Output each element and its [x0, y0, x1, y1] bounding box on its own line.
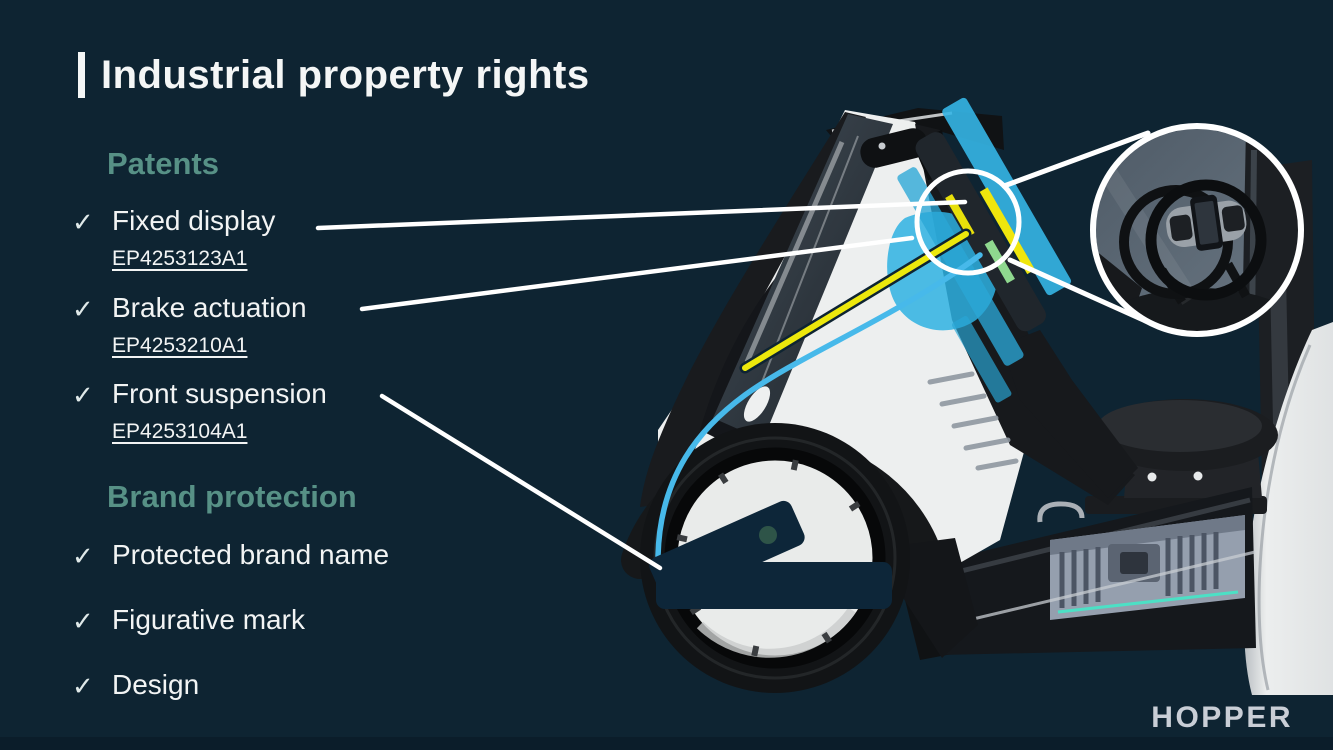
- patent-number-front-suspension: EP4253104A1: [112, 420, 248, 443]
- patent-item-brake-actuation: Brake actuation: [112, 292, 307, 323]
- check-icon: ✓: [72, 606, 94, 636]
- vent-louvers: [927, 371, 1019, 471]
- underglow-light: [1057, 590, 1239, 614]
- display-highlight: [655, 97, 1072, 559]
- magnifier-small-circle: [914, 168, 1022, 276]
- patent-item-fixed-display: Fixed display: [112, 205, 276, 236]
- title-row: Industrial property rights: [78, 52, 590, 98]
- vehicle-rear: [1037, 160, 1333, 695]
- patent-item-front-suspension: Front suspension: [112, 378, 327, 409]
- hopper-logo: HOPPER: [1151, 701, 1293, 734]
- check-icon: ✓: [72, 207, 94, 237]
- front-wheel: [640, 423, 910, 693]
- magnifier-tangent-top: [1001, 130, 1151, 189]
- callout-line-brake-actuation: [359, 235, 915, 312]
- check-icon: ✓: [72, 671, 94, 701]
- fixed-display-unit: [1166, 194, 1247, 251]
- figurative-mark-dot: [759, 526, 777, 544]
- check-icon: ✓: [72, 380, 94, 410]
- highlight-yellow-stripe: [979, 187, 1036, 275]
- callout-line-front-suspension: [379, 393, 663, 571]
- brand-protection-heading: Brand protection: [107, 479, 357, 514]
- brand-masks: [649, 500, 892, 609]
- vehicle-chassis: [895, 487, 1256, 660]
- check-icon: ✓: [72, 294, 94, 324]
- patents-heading: Patents: [107, 146, 219, 181]
- brand-item-figurative-mark: Figurative mark: [112, 604, 305, 635]
- magnifier-large-circle: [1090, 123, 1304, 337]
- magnifier-tangent-bottom: [1007, 257, 1153, 326]
- patent-number-brake-actuation: EP4253210A1: [112, 334, 248, 357]
- callout-line-fixed-display: [315, 199, 968, 231]
- brake-cable-cyan: [655, 252, 983, 559]
- check-icon: ✓: [72, 541, 94, 571]
- brand-item-design: Design: [112, 669, 200, 700]
- brand-item-protected-name: Protected brand name: [112, 539, 390, 570]
- title-bar: [78, 52, 85, 98]
- bottom-strip: [0, 737, 1333, 750]
- patent-number-fixed-display: EP4253123A1: [112, 247, 248, 270]
- page-title: Industrial property rights: [101, 52, 590, 97]
